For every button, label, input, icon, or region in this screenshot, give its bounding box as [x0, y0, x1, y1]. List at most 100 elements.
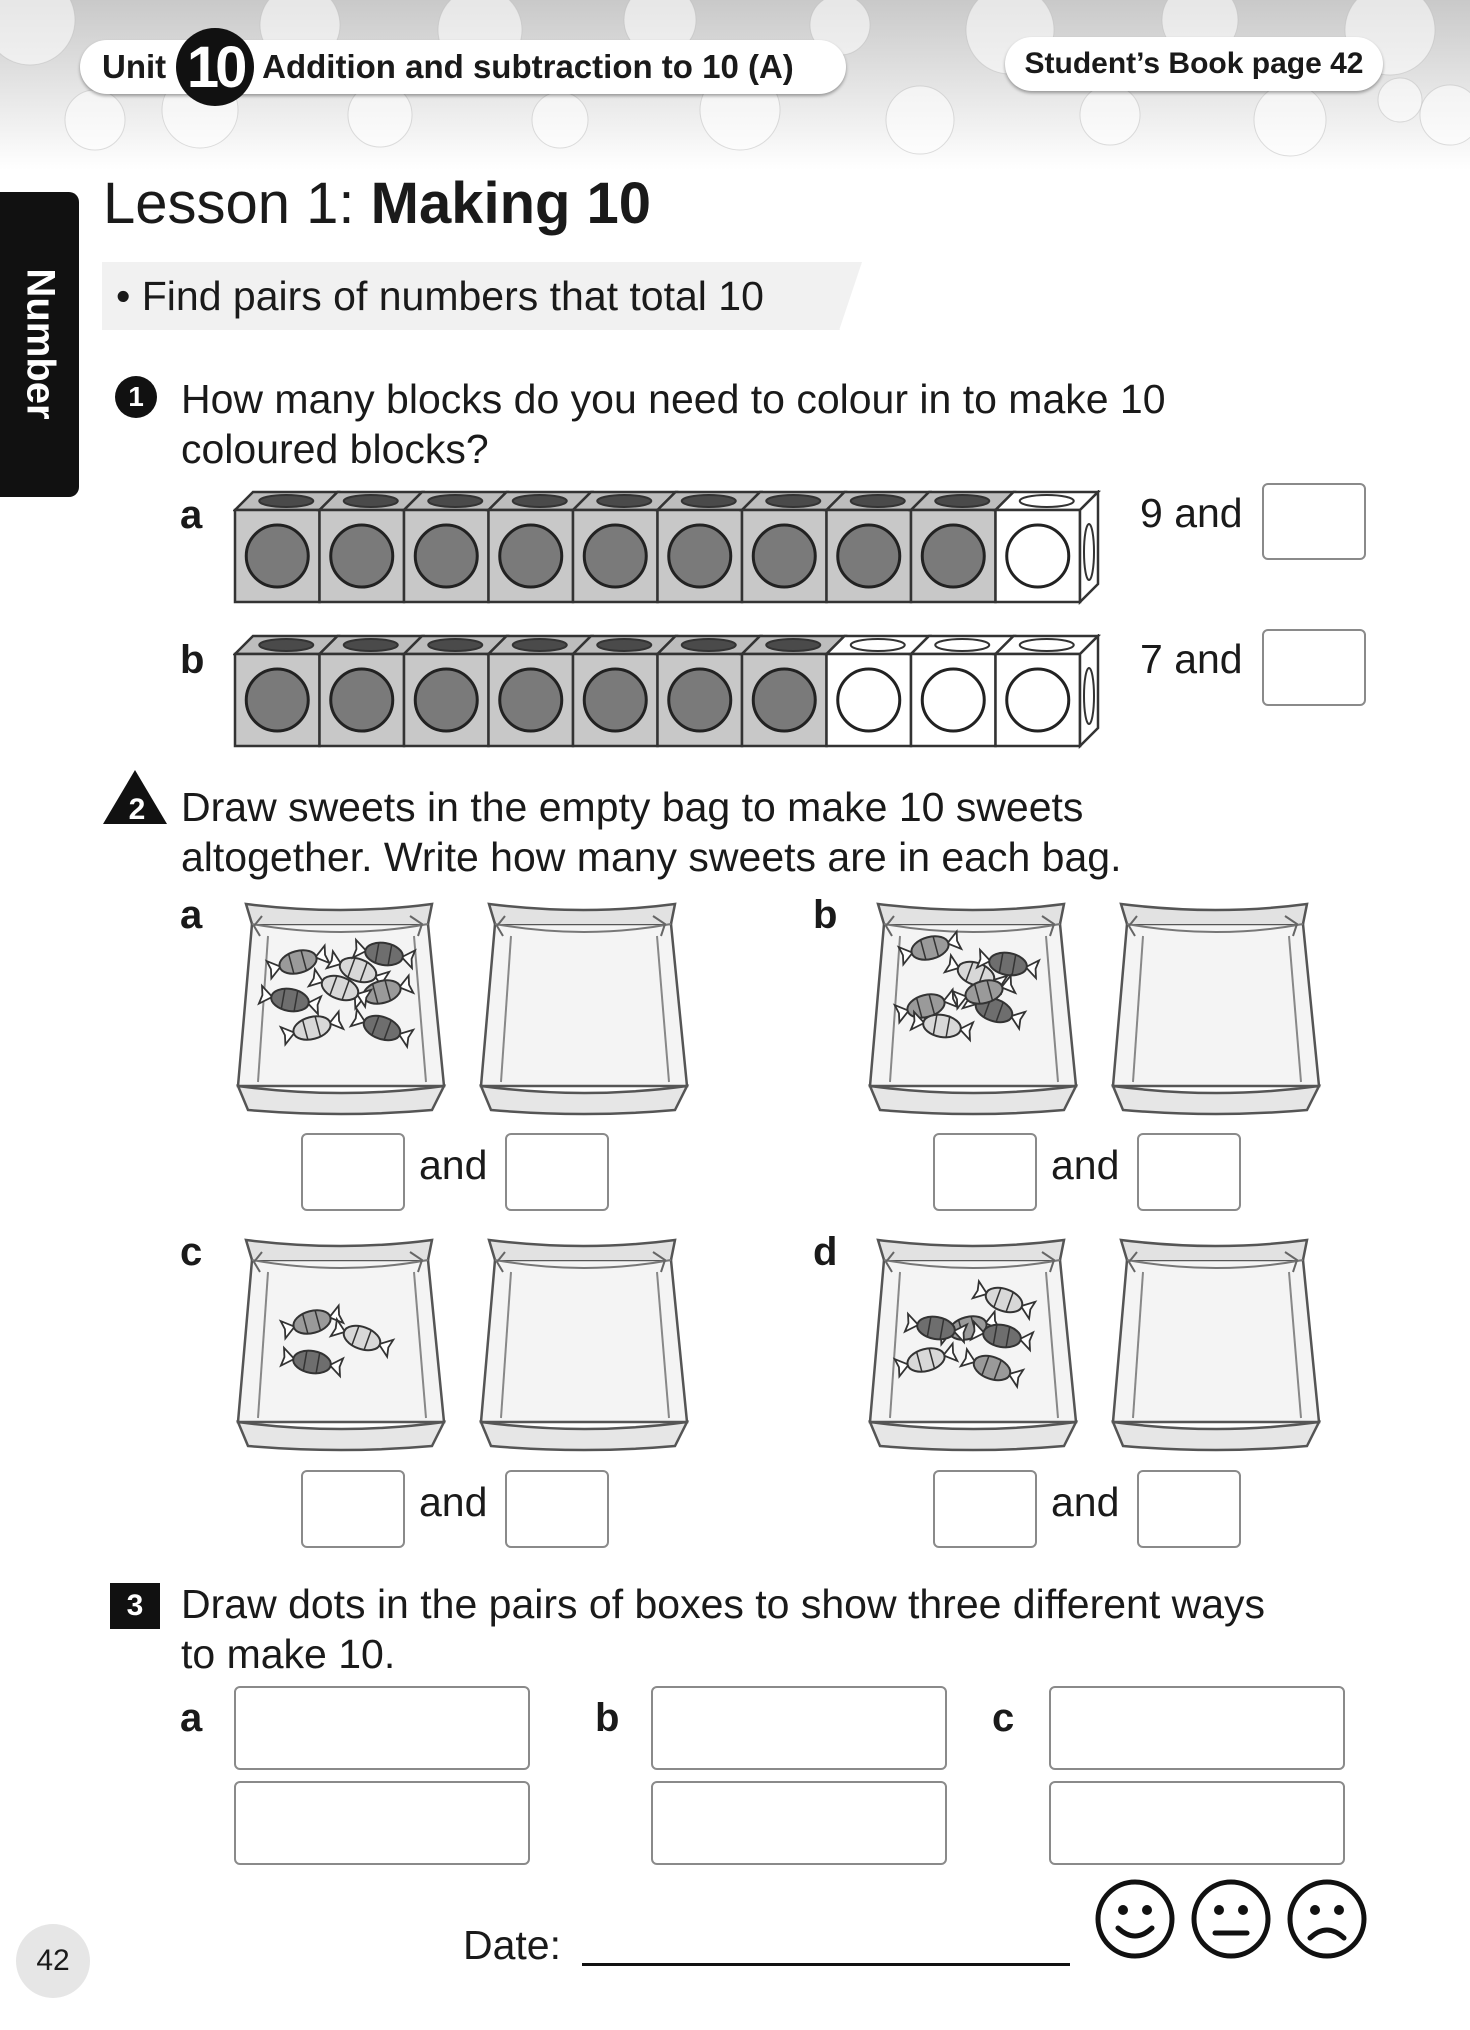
- q2-item-a-filled-bag-sweet-4: [348, 973, 416, 1011]
- happy-face-icon[interactable]: [1094, 1878, 1176, 1960]
- q1-row-b-cube-9-blank[interactable]: [907, 634, 1017, 748]
- q2-item-b-empty-bag[interactable]: [1107, 896, 1325, 1122]
- q2-item-a-filled-bag-sweet-3: [351, 937, 417, 971]
- question-2-text-line2: altogether. Write how many sweets are in…: [181, 834, 1122, 880]
- q3-c-bottom-box[interactable]: [1049, 1781, 1345, 1865]
- q2-item-a-answer-box-1[interactable]: [301, 1133, 405, 1211]
- q2-item-b-and: and: [1051, 1142, 1120, 1188]
- q3-b-letter: b: [595, 1696, 620, 1740]
- q1-row-b-label: 7 and: [1140, 636, 1243, 682]
- q3-a-bottom-box[interactable]: [234, 1781, 530, 1865]
- q1-row-a-train-end: [1078, 490, 1100, 605]
- q2-item-c-filled-bag-sweet-2: [328, 1316, 396, 1360]
- question-1-text-line1: How many blocks do you need to colour in…: [181, 376, 1166, 422]
- q2-item-a-answer-box-2[interactable]: [505, 1133, 609, 1211]
- q1-row-a-cube-9-coloured: [907, 490, 1017, 604]
- date-line[interactable]: [582, 1963, 1070, 1966]
- q2-item-b-filled-bag-sweet-5: [960, 988, 1028, 1032]
- question-3-text-line2: to make 10.: [181, 1631, 396, 1677]
- section-tab: Number: [0, 192, 79, 497]
- q3-c-top-box[interactable]: [1049, 1686, 1345, 1770]
- q2-item-b-answer-box-1[interactable]: [933, 1133, 1037, 1211]
- q2-item-b-filled-bag-sweet-1: [896, 929, 964, 967]
- q1-row-b-cube-5-coloured: [569, 634, 679, 748]
- q1-row-a-cube-10-blank[interactable]: [992, 490, 1102, 604]
- q2-item-d-answer-box-1[interactable]: [933, 1470, 1037, 1548]
- lesson-objective: • Find pairs of numbers that total 10: [102, 262, 862, 330]
- lesson-title: Lesson 1: Making 10: [103, 170, 651, 237]
- q2-item-d-letter: d: [813, 1230, 838, 1274]
- q1-row-a-answer-box[interactable]: [1262, 483, 1366, 560]
- q2-item-b-filled-bag-sweet-7: [950, 973, 1018, 1011]
- section-tab-label: Number: [18, 268, 63, 420]
- q1-row-b-answer-box[interactable]: [1262, 629, 1366, 706]
- lesson-name: Making 10: [370, 171, 652, 236]
- q1-row-a-cube-3-coloured: [400, 490, 510, 604]
- sad-face-icon[interactable]: [1286, 1878, 1368, 1960]
- q2-item-c-empty-bag[interactable]: [475, 1232, 693, 1458]
- q1-row-b-blocks: [233, 634, 1102, 749]
- q2-item-d-filled-bag: [868, 1238, 1079, 1452]
- q3-b-bottom-box[interactable]: [651, 1781, 947, 1865]
- q2-item-a-filled-bag-sweet-8: [348, 1006, 416, 1050]
- book-reference: Student’s Book page 42: [1005, 37, 1383, 91]
- question-2-number: 2: [129, 793, 146, 826]
- q1-row-a-cube-5-coloured: [569, 490, 679, 604]
- unit-label: Unit: [102, 48, 167, 85]
- q2-item-c-answer-box-1[interactable]: [301, 1470, 405, 1548]
- unit-title: Addition and subtraction to 10 (A): [262, 48, 794, 85]
- q2-item-a-filled-bag-sweet-1: [264, 943, 332, 981]
- q1-row-a-cube-2-coloured: [316, 490, 426, 604]
- q1-row-b-cube-2-coloured: [316, 634, 426, 748]
- q2-item-a-and: and: [419, 1142, 488, 1188]
- q3-a-top-box[interactable]: [234, 1686, 530, 1770]
- q2-item-d-filled-bag-sweet-2: [970, 1278, 1038, 1322]
- q1-row-a-cube-8-coloured: [823, 490, 933, 604]
- page-number: 42: [16, 1924, 90, 1998]
- question-2-triangle-badge: 2: [103, 770, 167, 826]
- q1-row-b-train-end: [1078, 634, 1100, 749]
- q1-row-b-cube-6-coloured: [654, 634, 764, 748]
- q2-item-b-answer-box-2[interactable]: [1137, 1133, 1241, 1211]
- q2-item-b-filled-bag-sweet-6: [909, 1009, 975, 1043]
- q1-row-b-cube-8-blank[interactable]: [823, 634, 933, 748]
- q2-item-b-letter: b: [813, 893, 838, 937]
- q1-row-b-cube-3-coloured: [400, 634, 510, 748]
- objective-text: • Find pairs of numbers that total 10: [116, 272, 764, 319]
- q1-row-b-cube-4-coloured: [485, 634, 595, 748]
- q2-item-d-and: and: [1051, 1479, 1120, 1525]
- q1-row-a-cube-6-coloured: [654, 490, 764, 604]
- q2-item-c-filled-bag-sweet-3: [279, 1345, 345, 1379]
- q2-item-c-filled-bag: [236, 1238, 447, 1452]
- question-3-text-line1: Draw dots in the pairs of boxes to show …: [181, 1581, 1266, 1627]
- q1-row-b-letter: b: [180, 638, 205, 682]
- q1-row-b-cube-7-coloured: [738, 634, 848, 748]
- q3-c-letter: c: [992, 1696, 1015, 1740]
- q2-item-a-filled-bag-sweet-6: [257, 983, 323, 1017]
- q2-item-a-filled-bag-sweet-5: [306, 966, 374, 1010]
- q3-b-top-box[interactable]: [651, 1686, 947, 1770]
- q2-item-b-filled-bag-sweet-4: [892, 987, 960, 1025]
- q2-item-a-filled-bag: [236, 902, 447, 1116]
- q2-item-a-empty-bag[interactable]: [475, 896, 693, 1122]
- question-3-number: 3: [110, 1583, 160, 1629]
- q2-item-d-empty-bag[interactable]: [1107, 1232, 1325, 1458]
- q1-row-b-cube-1-coloured: [233, 634, 341, 748]
- q2-item-d-filled-bag-sweet-4: [892, 1341, 960, 1379]
- q2-item-b-filled-bag-sweet-3: [975, 947, 1041, 981]
- q1-row-a-blocks: [233, 490, 1102, 605]
- unit-number-badge: 10: [176, 28, 255, 106]
- q1-row-a-label: 9 and: [1140, 490, 1243, 536]
- q2-item-c-answer-box-2[interactable]: [505, 1470, 609, 1548]
- neutral-face-icon[interactable]: [1190, 1878, 1272, 1960]
- unit-header: Unit 10 Addition and subtraction to 10 (…: [80, 28, 846, 106]
- q2-item-d-filled-bag-sweet-5: [958, 1346, 1026, 1390]
- question-3-text: Draw dots in the pairs of boxes to show …: [181, 1579, 1265, 1679]
- date-label: Date:: [463, 1922, 561, 1968]
- q2-item-c-filled-bag-sweet-1: [278, 1303, 346, 1341]
- q2-item-d-answer-box-2[interactable]: [1137, 1470, 1241, 1548]
- question-1-text: How many blocks do you need to colour in…: [181, 374, 1166, 474]
- question-1-number: 1: [115, 376, 157, 418]
- q1-row-b-cube-10-blank[interactable]: [992, 634, 1102, 748]
- book-reference-text: Student’s Book page 42: [1024, 47, 1364, 80]
